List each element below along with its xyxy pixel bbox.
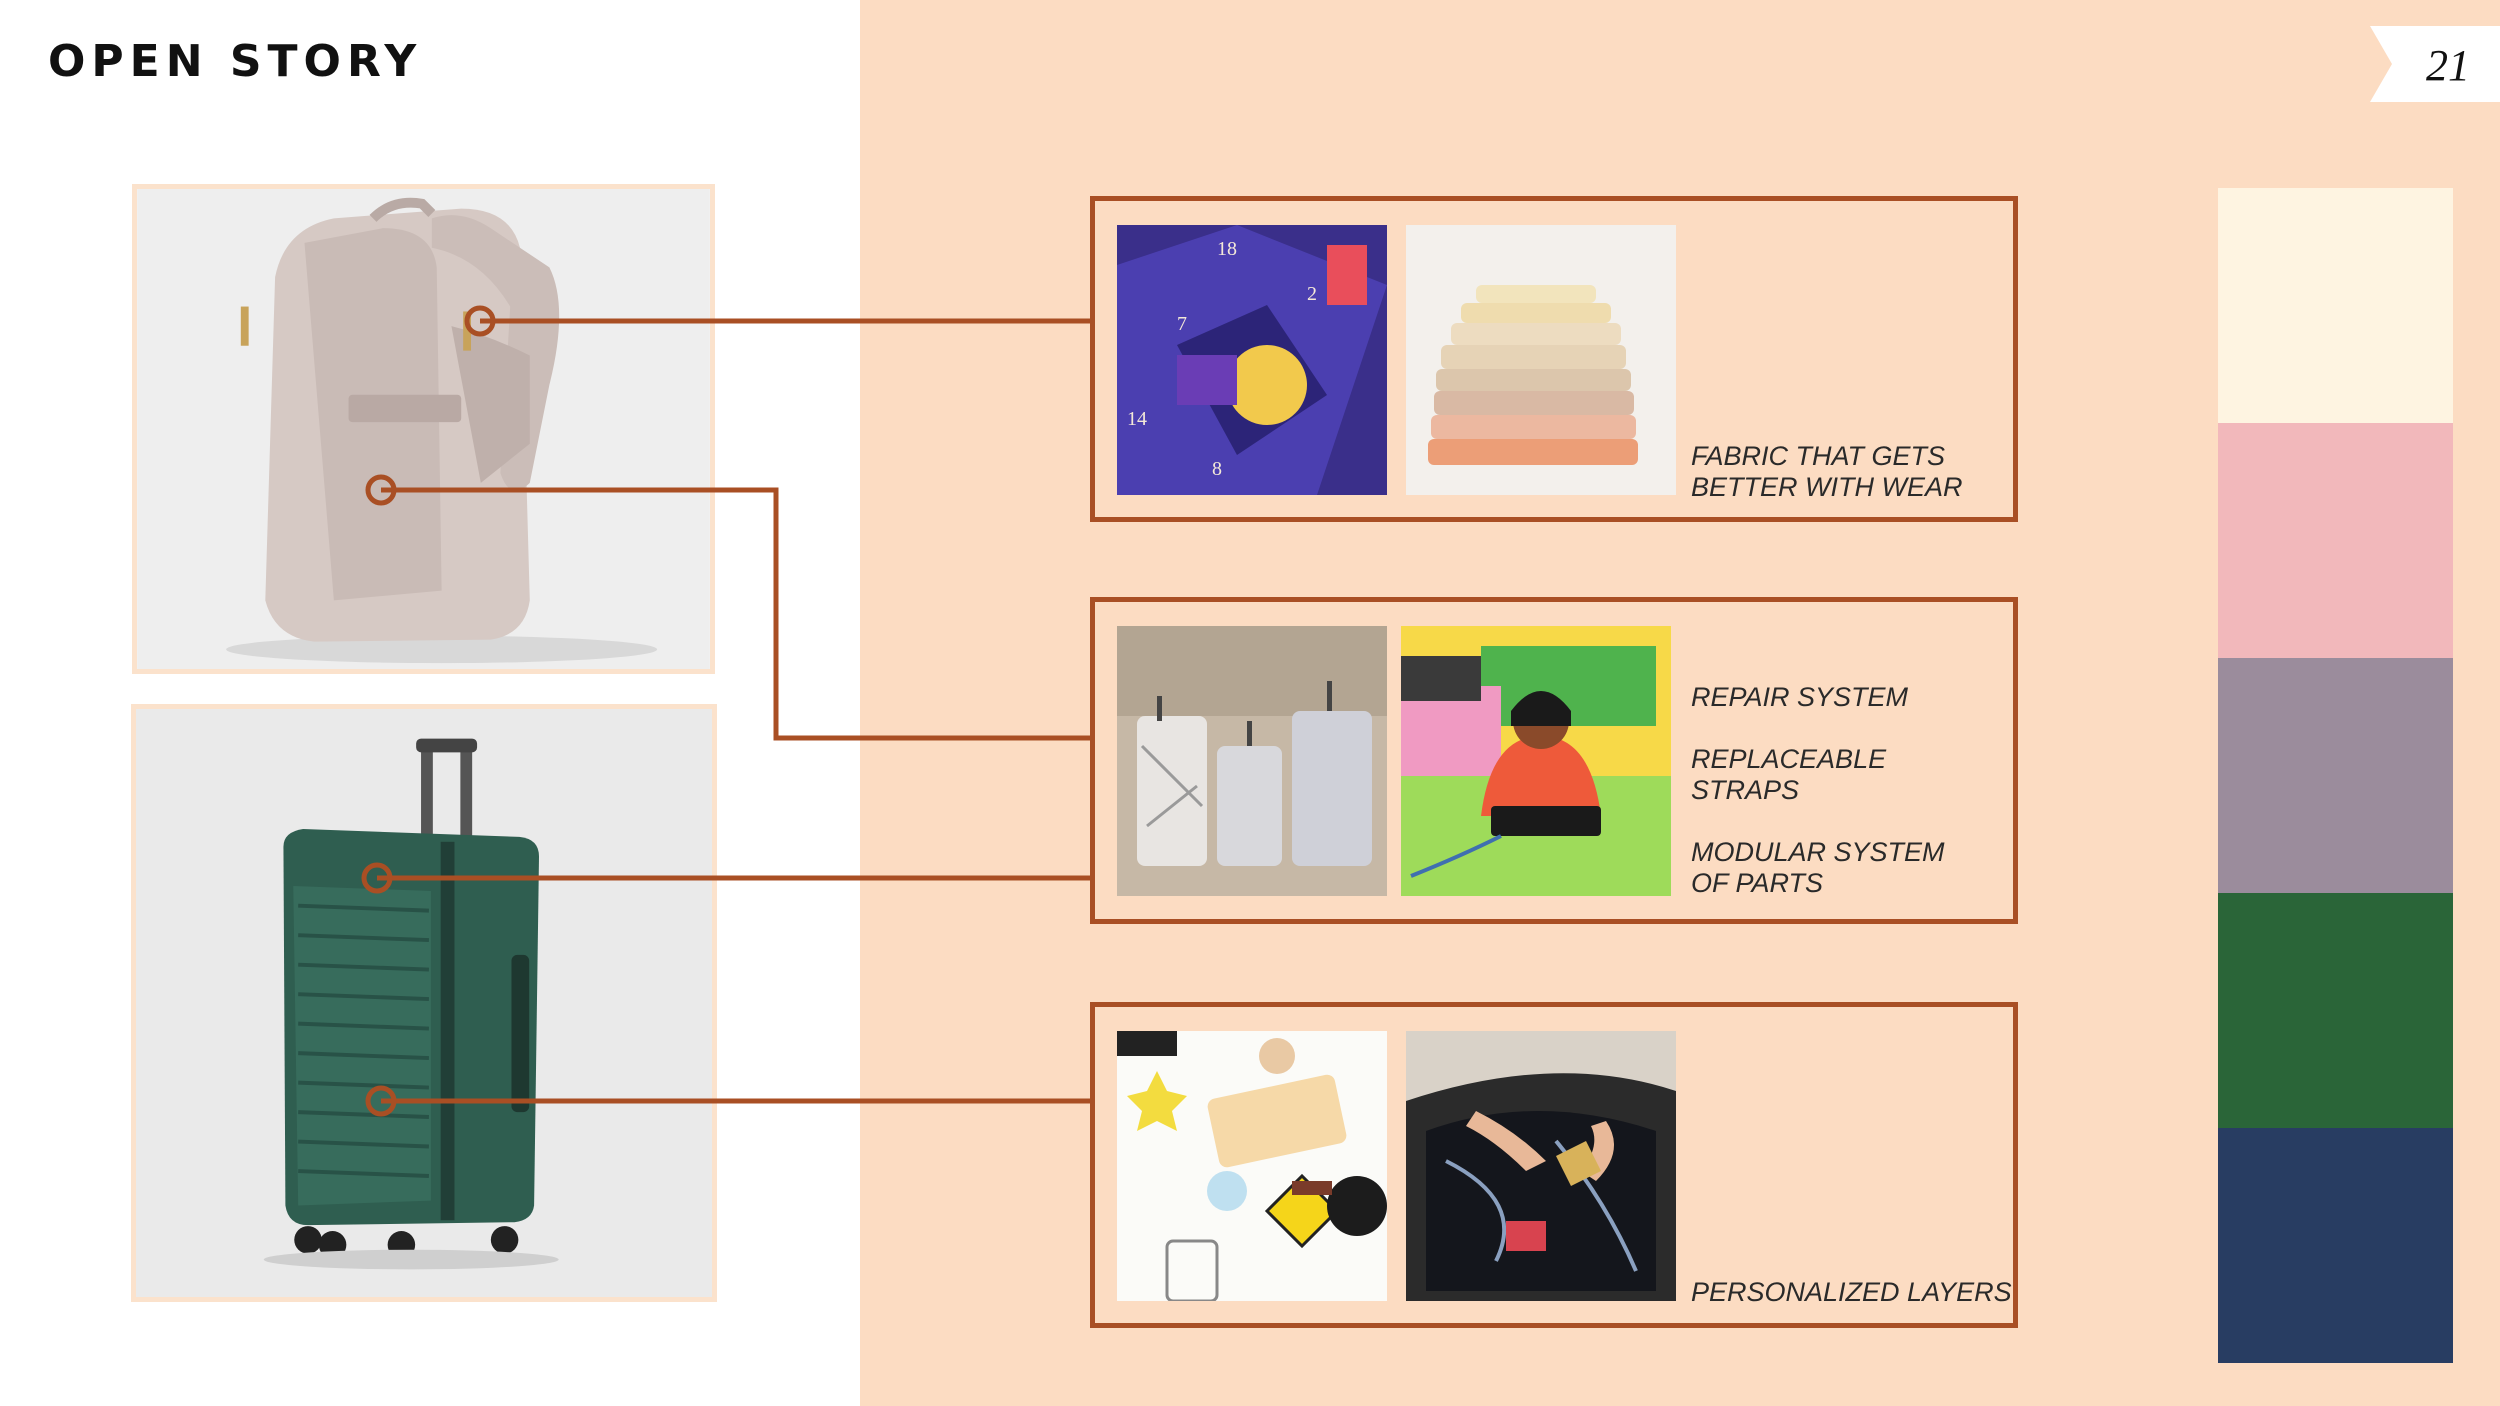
svg-text:18: 18 bbox=[1217, 238, 1237, 260]
story-label: MODULAR SYSTEM OF PARTS bbox=[1691, 837, 1945, 898]
palette-swatch bbox=[2218, 1128, 2453, 1363]
personalized-case-image bbox=[1406, 1031, 1676, 1301]
palette-swatch bbox=[2218, 423, 2453, 658]
repair-text: REPAIR SYSTEM REPLACEABLE STRAPS MODULAR… bbox=[1691, 682, 1945, 899]
story-label: REPLACEABLE STRAPS bbox=[1691, 744, 1887, 805]
page-number: 21 bbox=[2426, 41, 2470, 90]
personal-text: PERSONALIZED LAYERS bbox=[1691, 1277, 2012, 1308]
story-box-personal: PERSONALIZED LAYERS bbox=[1090, 1002, 2018, 1328]
svg-text:8: 8 bbox=[1212, 458, 1222, 480]
luggage-set-image bbox=[1117, 626, 1387, 896]
story-label: REPAIR SYSTEM bbox=[1691, 682, 1909, 712]
advent-calendar-image: 18 2 7 14 8 bbox=[1117, 225, 1387, 495]
story-box-fabric: 18 2 7 14 8 FABRIC THAT GETS BETTER WITH… bbox=[1090, 196, 2018, 522]
palette-swatch bbox=[2218, 188, 2453, 423]
palette-swatch bbox=[2218, 658, 2453, 893]
suitcase-photo bbox=[131, 704, 717, 1302]
svg-text:7: 7 bbox=[1177, 313, 1187, 335]
svg-text:2: 2 bbox=[1307, 283, 1317, 305]
folded-fabric-image bbox=[1406, 225, 1676, 495]
backpack-illustration bbox=[137, 189, 710, 669]
suitcase-illustration bbox=[136, 709, 712, 1297]
palette-swatch bbox=[2218, 893, 2453, 1128]
story-label: PERSONALIZED LAYERS bbox=[1691, 1277, 2012, 1307]
page-title: OPEN STORY bbox=[48, 36, 423, 87]
fabric-text: FABRIC THAT GETS BETTER WITH WEAR bbox=[1691, 441, 1963, 503]
story-label: FABRIC THAT GETS BETTER WITH WEAR bbox=[1691, 441, 1963, 502]
svg-text:14: 14 bbox=[1127, 408, 1147, 430]
repair-illustration-image bbox=[1401, 626, 1671, 896]
backpack-photo bbox=[132, 184, 715, 674]
story-box-repair: REPAIR SYSTEM REPLACEABLE STRAPS MODULAR… bbox=[1090, 597, 2018, 924]
stickers-image bbox=[1117, 1031, 1387, 1301]
